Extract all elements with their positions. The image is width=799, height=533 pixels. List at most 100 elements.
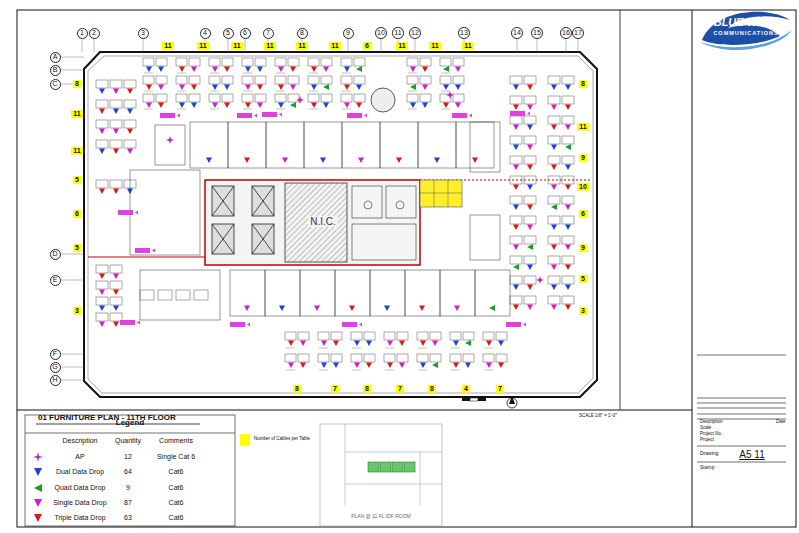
data-drop-symbol: [127, 109, 133, 115]
data-drop-symbol: [551, 165, 557, 171]
data-drop-symbol: [99, 322, 105, 328]
furniture-outline: [110, 313, 122, 321]
station-id-mark: [484, 370, 493, 371]
plan-note: N.I.C.: [308, 216, 338, 227]
red-boundary: [88, 257, 205, 258]
furniture-outline: [176, 290, 190, 300]
legend-cell: 12: [124, 453, 132, 461]
cable-count-tag: 11: [231, 42, 242, 51]
data-drop-symbol: [551, 265, 557, 271]
furniture-outline: [562, 116, 574, 124]
furniture-outline: [266, 122, 304, 168]
furniture-outline: [96, 297, 108, 305]
cable-count: 7: [398, 385, 402, 393]
furniture-outline: [308, 58, 319, 66]
data-drop-symbol: [356, 66, 362, 72]
furniture-outline: [140, 270, 220, 320]
station-id-mark: [408, 91, 417, 92]
cable-count-tag: 5: [73, 244, 81, 253]
furniture-outline: [143, 94, 154, 102]
furniture-outline: [496, 332, 507, 340]
cable-count-tag: 5: [73, 176, 81, 185]
data-drop-symbol: [179, 103, 185, 109]
station-id-mark: [418, 370, 427, 371]
cable-count-tag: 11: [462, 42, 473, 51]
furniture-outline: [407, 58, 418, 66]
furniture-outline: [510, 176, 522, 184]
furniture-outline: [156, 94, 167, 102]
cable-count-tag: 6: [73, 210, 81, 219]
data-drop-symbol: [454, 306, 460, 312]
furniture-outline: [209, 76, 220, 84]
data-drop-symbol: [321, 363, 327, 369]
furniture-outline: [96, 80, 108, 88]
data-drop-symbol: [455, 85, 461, 91]
ap-pointer: [177, 114, 180, 118]
grid-bubble: F: [50, 349, 61, 360]
furniture-outline: [453, 76, 464, 84]
furniture-outline: [321, 58, 332, 66]
data-drop-symbol: [420, 341, 426, 347]
legend-rule: [25, 433, 235, 434]
furniture-outline: [524, 256, 536, 264]
cable-count: 11: [73, 147, 80, 155]
data-drop-symbol: [565, 165, 571, 171]
ap-pointer: [254, 114, 257, 118]
furniture-outline: [562, 256, 574, 264]
grid-bubble: 11: [392, 27, 403, 38]
frame-rule: [17, 410, 692, 411]
cable-count: 4: [464, 385, 468, 393]
data-drop-symbol: [422, 103, 428, 109]
data-drop-symbol: [282, 158, 288, 164]
grid-bubble: 9: [343, 28, 354, 39]
grid-leader: [348, 39, 349, 52]
furniture: [61, 39, 578, 380]
cable-count: 11: [73, 110, 80, 118]
furniture-outline: [124, 120, 136, 128]
legend-label: Dual Data Drop: [56, 468, 104, 476]
cable-count-tag: 11: [577, 123, 588, 132]
grid-bubble: A: [50, 52, 61, 63]
furniture-outline: [209, 58, 220, 66]
furniture-outline: [110, 80, 122, 88]
furniture-outline: [562, 76, 574, 84]
data-drop-symbol: [453, 341, 459, 347]
furniture-outline: [341, 58, 352, 66]
data-drop-symbol: [489, 305, 495, 311]
furniture-outline: [228, 122, 266, 168]
data-drop-symbol: [527, 285, 533, 291]
furniture-outline: [110, 281, 122, 289]
furniture-outline: [453, 94, 464, 102]
furniture-outline: [124, 100, 136, 108]
data-drop-symbol: [410, 67, 416, 73]
furniture-outline: [331, 354, 342, 362]
grid-leader: [61, 254, 84, 255]
furniture-outline: [510, 196, 522, 204]
data-drop-symbol: [311, 103, 317, 109]
furniture-outline: [354, 94, 365, 102]
furniture-outline: [288, 58, 299, 66]
furniture-outline: [275, 58, 286, 66]
data-drop-symbol: [387, 341, 393, 347]
station-id-mark: [177, 109, 186, 110]
station-id-mark: [210, 109, 219, 110]
cable-count-tag: 9: [579, 154, 587, 163]
grid-leader: [61, 367, 84, 368]
furniture-outline: [304, 122, 342, 168]
grid-label: 7: [266, 29, 270, 37]
data-drop-symbol: [410, 103, 416, 109]
ap-tag: [120, 320, 135, 325]
furniture-outline: [285, 332, 296, 340]
grid-leader: [61, 57, 84, 58]
data-drop-symbol: [320, 158, 326, 164]
furniture-outline: [510, 96, 522, 104]
station-id-mark: [441, 91, 450, 92]
grid-bubble: 3: [138, 28, 149, 39]
data-drop-symbol: [224, 67, 230, 73]
data-drop-symbol: [410, 84, 416, 90]
data-drop-symbol: [443, 103, 449, 109]
data-drop-symbol: [422, 85, 428, 91]
station-id-mark: [319, 348, 328, 349]
data-drop-symbol: [434, 158, 440, 164]
